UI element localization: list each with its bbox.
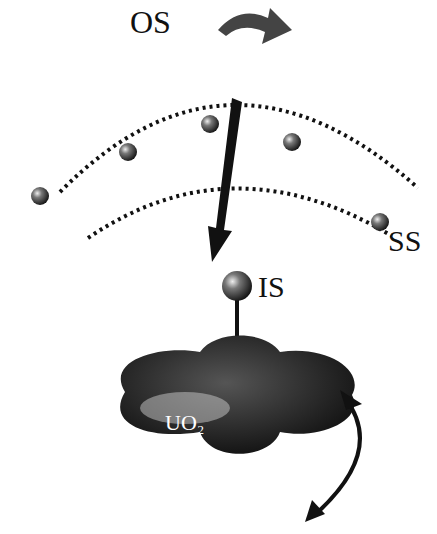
region-label: OS <box>130 6 171 38</box>
down-arrow <box>208 98 242 262</box>
region-label: SS <box>388 226 421 256</box>
rotation-arrow <box>318 398 360 512</box>
inner-sphere-ligand <box>222 271 252 301</box>
inner-dotted-arc <box>88 188 392 238</box>
region-label: IS <box>258 272 285 302</box>
arrowhead <box>340 390 362 410</box>
uranyl-complex <box>120 336 355 454</box>
molecule-label: UO₂ <box>165 412 204 434</box>
solvent-spheres <box>31 115 389 231</box>
exchange-arrow <box>218 8 292 44</box>
arrowhead <box>305 500 325 522</box>
